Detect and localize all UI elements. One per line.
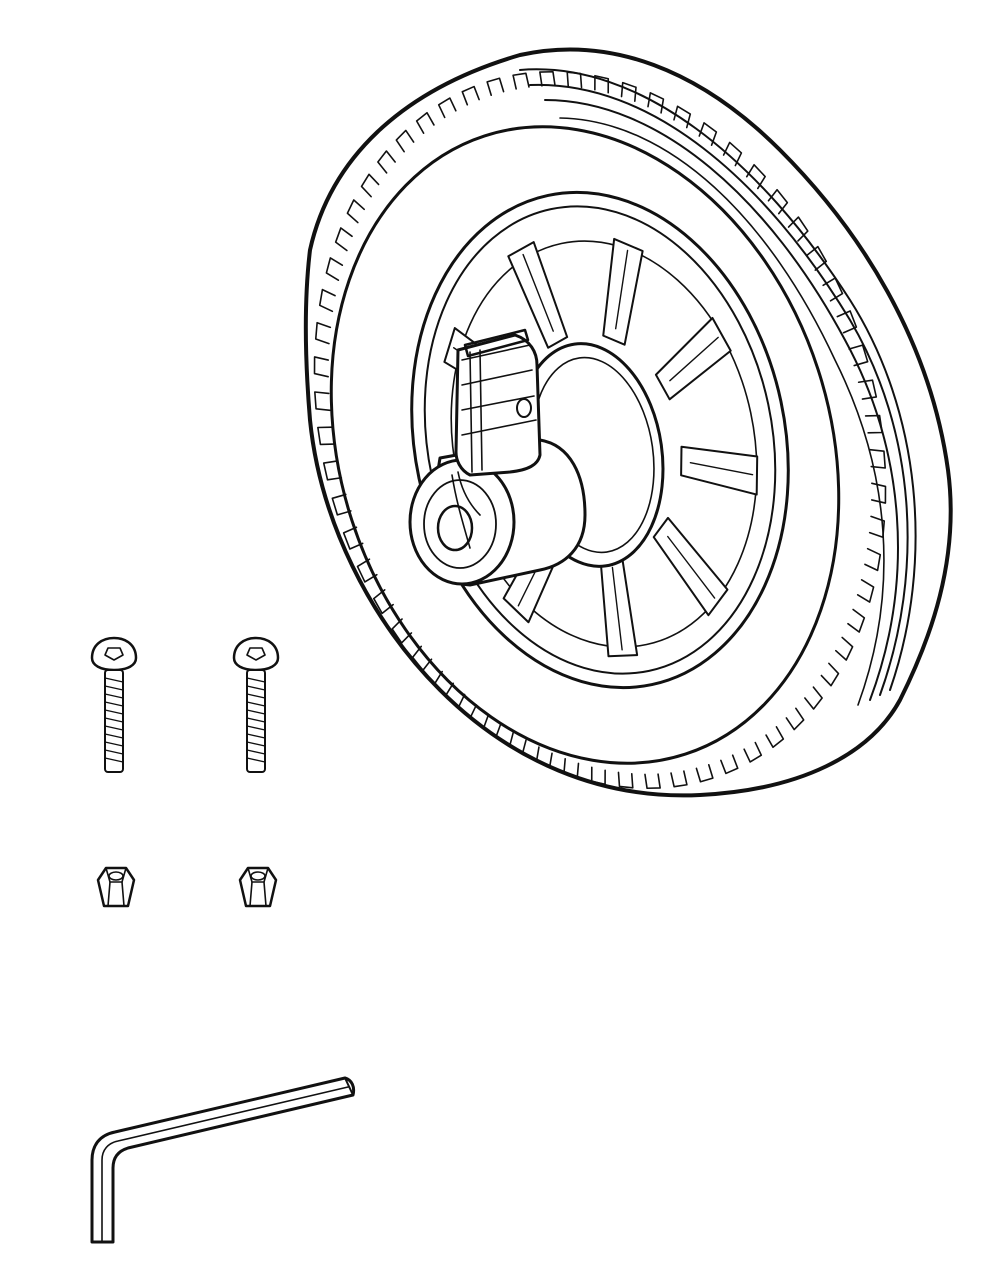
tread-tooth <box>847 608 866 633</box>
nut-right <box>238 866 278 908</box>
tread-tooth <box>806 245 828 271</box>
tread-tooth <box>415 111 435 134</box>
wheel-assembly <box>303 47 953 798</box>
tread-tooth <box>857 379 878 400</box>
tread-tooth <box>617 771 634 789</box>
tread-tooth <box>346 199 365 224</box>
tread-tooth <box>870 482 887 504</box>
tread-tooth <box>334 227 353 252</box>
tread-tooth <box>411 645 433 672</box>
tread-tooth <box>673 105 692 129</box>
wheel-spoke-ridge <box>614 249 629 330</box>
tread-tooth <box>461 85 480 106</box>
wheel-spoke-ridge <box>669 336 719 382</box>
tread-tooth <box>377 150 396 174</box>
tread-tooth <box>342 526 364 550</box>
wheel-spoke <box>654 316 732 401</box>
tread-tooth <box>314 321 332 345</box>
tread-tooth <box>868 515 886 539</box>
tread-tooth <box>835 636 854 661</box>
tread-tooth <box>822 277 844 302</box>
tread-tooth <box>720 754 739 775</box>
wheel-spoke <box>507 241 569 349</box>
tread-tooth <box>869 448 886 469</box>
tread-tooth <box>372 589 394 615</box>
wheel-spoke-ridge <box>689 462 754 476</box>
axle-collar <box>408 438 587 587</box>
tread-tooth <box>482 714 502 738</box>
tread-tooth <box>331 493 352 516</box>
tread-tooth <box>313 356 330 378</box>
tread-tooth <box>836 310 858 334</box>
tread-tooth <box>647 92 665 114</box>
tread-tooth <box>804 686 823 710</box>
tread-tooth <box>820 662 840 687</box>
tread-tooth <box>360 173 380 198</box>
tread-tooth <box>594 74 610 94</box>
wheel-spoke-ridge <box>522 253 554 332</box>
hex-key <box>90 1076 356 1244</box>
tread-tooth <box>314 391 331 412</box>
axle-shaft <box>454 328 542 477</box>
tread-tooth <box>486 77 505 97</box>
tread-tooth <box>512 72 530 90</box>
tread-tooth <box>437 97 457 119</box>
wheel-tread-teeth <box>313 70 887 790</box>
tread-tooth <box>563 757 580 779</box>
tread-tooth <box>318 288 336 313</box>
tread-tooth <box>743 741 763 763</box>
tread-tooth <box>856 578 875 603</box>
wheel-spoke-ridge <box>667 535 716 599</box>
tread-tooth <box>508 731 527 755</box>
tread-tooth <box>566 71 583 89</box>
tread-tooth <box>535 746 553 768</box>
tread-tooth <box>745 163 766 190</box>
bolt-left <box>90 636 138 774</box>
tread-tooth <box>322 460 343 481</box>
nut-left <box>96 866 136 908</box>
tread-tooth <box>698 122 718 146</box>
tread-tooth <box>765 726 785 749</box>
tread-tooth <box>395 129 415 153</box>
wheel-spoke <box>602 237 644 346</box>
tread-tooth <box>590 766 606 786</box>
tread-tooth <box>539 70 556 87</box>
wheel-spoke <box>680 445 759 496</box>
tread-tooth <box>644 773 661 790</box>
tread-tooth <box>767 188 789 215</box>
tread-tooth <box>785 707 805 731</box>
tread-tooth <box>722 141 743 167</box>
tread-tooth <box>457 693 478 719</box>
tread-tooth <box>864 414 883 434</box>
wheel-spoke-ridge <box>611 566 623 651</box>
tread-tooth <box>670 770 688 788</box>
tread-tooth <box>391 618 413 644</box>
tread-tooth <box>864 547 882 572</box>
tread-tooth <box>848 344 869 367</box>
tread-tooth <box>325 257 344 282</box>
tread-tooth <box>317 426 336 446</box>
bolt-right <box>232 636 280 774</box>
tread-tooth <box>620 81 637 103</box>
tread-tooth <box>356 558 378 583</box>
tread-tooth <box>434 670 455 697</box>
tread-tooth <box>787 216 809 242</box>
tread-tooth <box>695 763 714 783</box>
